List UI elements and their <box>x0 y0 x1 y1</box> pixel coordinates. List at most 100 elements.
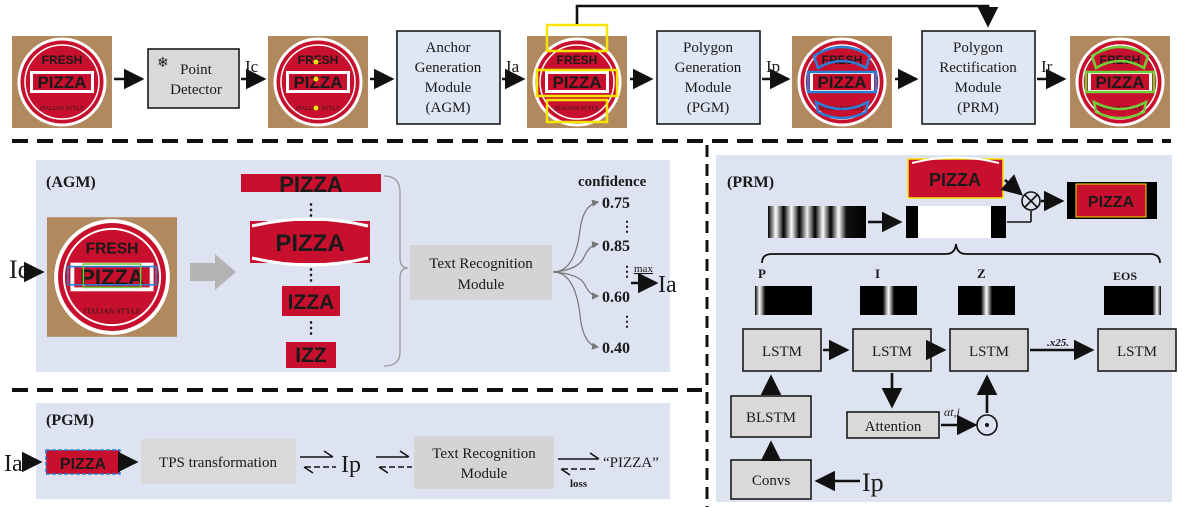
agm-recognition-box <box>410 245 552 300</box>
center-point <box>313 59 319 65</box>
curly-brace <box>383 175 409 367</box>
center-point <box>313 105 319 111</box>
pgm-crop-text: PIZZA <box>60 456 107 473</box>
tps-box <box>141 439 296 484</box>
agm-label-1: Anchor <box>426 40 471 56</box>
step-char: Z <box>977 266 986 281</box>
pgm-input-label: Ia <box>4 451 23 477</box>
prm-input-label: Ip <box>862 468 884 497</box>
agm-label-3: Module <box>425 80 472 96</box>
agm-input-image: FRESH PIZZA ITALIAN STYLE <box>45 215 179 339</box>
blstm-label: BLSTM <box>746 410 796 426</box>
rectified-outline <box>1090 45 1150 70</box>
anchor-box <box>545 23 609 53</box>
agm-label-4: (AGM) <box>426 100 471 116</box>
agm-panel-title: (AGM) <box>46 174 96 191</box>
polygon-outline <box>812 45 872 70</box>
rectified-image: FRESH PIZZA ITALIAN STYLE <box>1068 34 1172 130</box>
agm-input-label: Ic <box>9 255 29 284</box>
vertical-ellipsis: ⋮ <box>303 202 319 219</box>
logo-fresh-text: FRESH <box>42 53 83 67</box>
agm-box <box>396 30 501 125</box>
attention-maps <box>768 206 866 238</box>
polygon-outline <box>806 70 878 94</box>
logo-pizza-text: PIZZA <box>37 73 86 92</box>
pgm-label-4: (PGM) <box>687 100 730 116</box>
point-detector-label-1: Point <box>180 62 213 78</box>
pgm-result: “PIZZA” <box>603 455 659 471</box>
prm-label-2: Rectification <box>939 60 1017 76</box>
pgm-label-3: Module <box>685 80 732 96</box>
agm-output-label: Ia <box>658 272 677 298</box>
gray-arrow <box>190 254 236 290</box>
vertical-ellipsis: ⋮ <box>303 267 319 284</box>
lstm-label: LSTM <box>1117 344 1157 360</box>
attention-box <box>846 411 940 439</box>
lstm-box <box>742 328 822 372</box>
anchor-box <box>535 68 619 98</box>
prm-label-1: Polygon <box>953 40 1004 56</box>
confidence-label: confidence <box>578 174 647 190</box>
pipeline-row: FRESH PIZZA ITALIAN STYLE ❄ Point Detect… <box>10 4 1172 130</box>
ir-label: Ir <box>1041 57 1053 76</box>
alpha-label: αt,i <box>944 405 960 419</box>
points-image: FRESH PIZZA ITALIAN STYLE <box>266 34 370 130</box>
pgm-box <box>656 30 761 125</box>
point-detector-box <box>147 48 240 109</box>
center-point <box>313 76 319 82</box>
pgm-label-1: Polygon <box>683 40 734 56</box>
vertical-ellipsis: ⋮ <box>303 320 319 337</box>
logo-italian-text: ITALIAN STYLE <box>555 106 599 112</box>
step-attention-map <box>860 286 917 315</box>
pgm-recognition-label-2: Module <box>461 466 508 482</box>
logo-pizza-text: PIZZA <box>1095 73 1144 92</box>
lstm-box <box>852 328 932 372</box>
snowflake-icon: ❄ <box>157 54 169 70</box>
repeat-label: .x25. <box>1047 337 1069 349</box>
ia-label: Ia <box>506 57 520 76</box>
pgm-recognition-label-1: Text Recognition <box>432 446 536 462</box>
arrow <box>1000 174 1023 196</box>
logo-italian-text: ITALIAN STYLE <box>40 106 84 112</box>
anchor-image: FRESH PIZZA ITALIAN STYLE <box>525 23 629 130</box>
fan-arrows <box>552 199 600 350</box>
lstm-box <box>1097 328 1177 372</box>
confidence-value: 0.85 <box>602 238 630 255</box>
step-attention-map <box>1104 286 1161 315</box>
lstm-label: LSTM <box>872 344 912 360</box>
max-label: max <box>634 263 653 275</box>
multiply-icon <box>1021 191 1041 211</box>
point-detector-label-2: Detector <box>170 82 222 98</box>
aggregated-mask <box>906 206 1006 238</box>
step-char: P <box>758 266 766 281</box>
logo-pizza-text: PIZZA <box>817 73 866 92</box>
vertical-ellipsis: ⋮ <box>620 315 634 330</box>
pgm-ip-label: Ip <box>341 452 361 478</box>
step-char: EOS <box>1113 269 1137 283</box>
crop-text: IZZA <box>288 291 335 314</box>
step-attention-map <box>958 286 1015 315</box>
agm-recognition-label-1: Text Recognition <box>429 256 533 272</box>
crop-text: PIZZA <box>275 230 344 257</box>
polygon-image: FRESH PIZZA ITALIAN STYLE <box>790 34 894 130</box>
vertical-ellipsis: ⋮ <box>620 265 634 280</box>
polygon-outline <box>814 99 870 120</box>
tps-label: TPS transformation <box>159 455 277 471</box>
confidence-value: 0.40 <box>602 340 630 357</box>
logo-fresh-text: FRESH <box>557 53 598 67</box>
masked-crop-text: PIZZA <box>1088 194 1135 211</box>
blstm-box <box>730 395 812 438</box>
pgm-crop <box>45 449 121 475</box>
pgm-panel: (PGM) Ia PIZZA TPS transformation Ip Tex… <box>4 403 670 499</box>
confidence-value: 0.60 <box>602 289 630 306</box>
logo-italian-text: ITALIAN STYLE <box>83 306 140 315</box>
lstm-box <box>949 328 1029 372</box>
convs-label: Convs <box>752 473 791 489</box>
confidence-value: 0.75 <box>602 195 630 212</box>
pgm-panel-title: (PGM) <box>46 412 94 429</box>
crop-text: IZZ <box>295 344 327 367</box>
logo-fresh-text: FRESH <box>298 53 339 67</box>
vertical-ellipsis: ⋮ <box>620 220 634 235</box>
prm-panel-title: (PRM) <box>727 174 774 191</box>
